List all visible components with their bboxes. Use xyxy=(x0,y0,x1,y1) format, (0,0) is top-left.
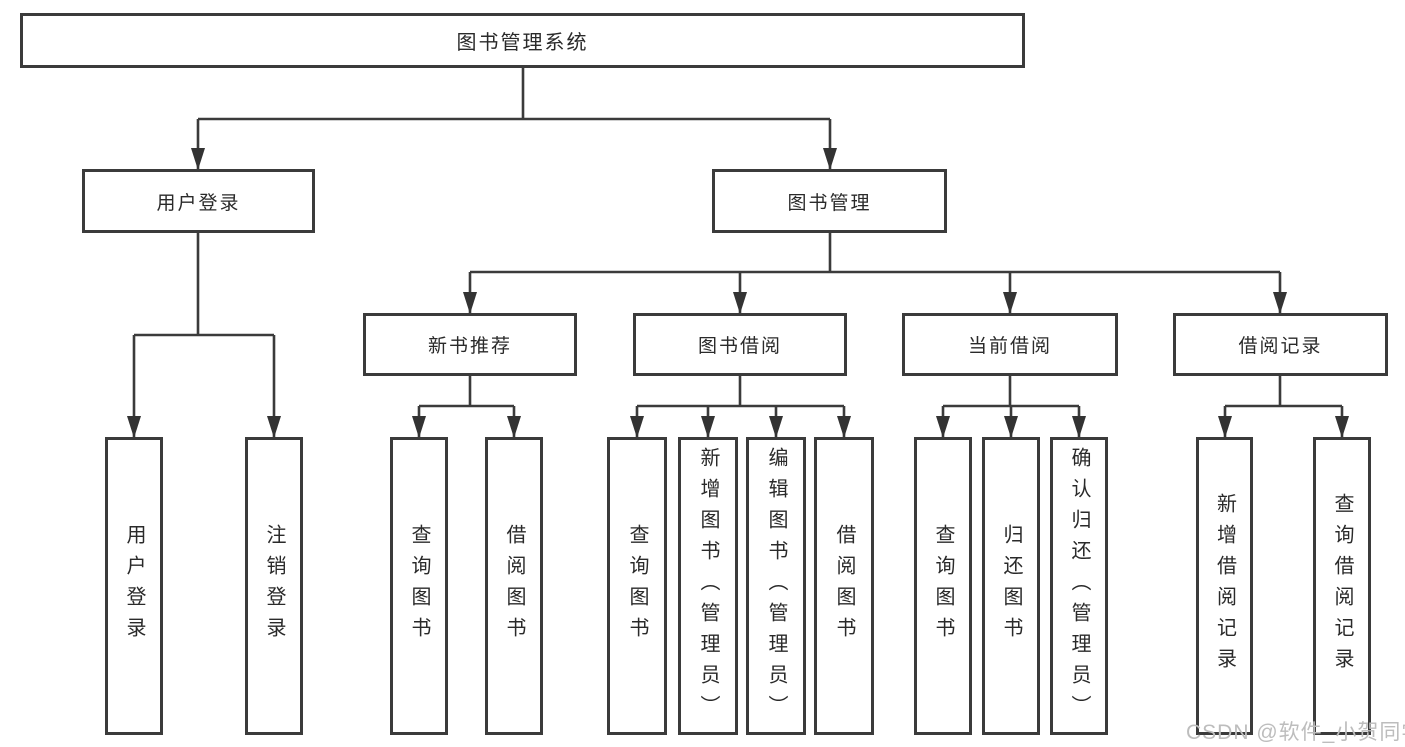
node-new-book-recommend: 新书推荐 xyxy=(363,313,577,376)
leaf-confirm-return-admin: 确认归还（管理员） xyxy=(1050,437,1108,735)
node-label: 查询图书 xyxy=(932,524,954,648)
node-label: 图书借阅 xyxy=(697,336,782,357)
leaf-query-books-1: 查询图书 xyxy=(390,437,448,735)
leaf-borrow-books-2: 借阅图书 xyxy=(814,437,874,735)
leaf-user-login: 用户登录 xyxy=(105,437,163,735)
node-label: 新增图书（管理员） xyxy=(697,446,719,726)
leaf-add-book-admin: 新增图书（管理员） xyxy=(678,437,738,735)
node-label: 用户登录 xyxy=(123,524,145,648)
leaf-logout: 注销登录 xyxy=(245,437,303,735)
node-library-management-system: 图书管理系统 xyxy=(20,13,1025,68)
node-label: 查询借阅记录 xyxy=(1331,493,1353,679)
node-label: 用户登录 xyxy=(156,192,241,214)
leaf-query-books-2: 查询图书 xyxy=(607,437,667,735)
leaf-return-book: 归还图书 xyxy=(982,437,1040,735)
node-label: 编辑图书（管理员） xyxy=(765,446,787,726)
node-label: 归还图书 xyxy=(1000,524,1022,648)
node-label: 查询图书 xyxy=(626,524,648,648)
node-book-management: 图书管理 xyxy=(712,169,947,233)
leaf-query-borrow-record: 查询借阅记录 xyxy=(1313,437,1371,735)
leaf-add-borrow-record: 新增借阅记录 xyxy=(1196,437,1253,735)
node-label: 注销登录 xyxy=(263,524,285,648)
leaf-borrow-books-1: 借阅图书 xyxy=(485,437,543,735)
node-label: 图书管理 xyxy=(787,192,872,214)
node-label: 借阅图书 xyxy=(833,524,855,648)
node-label: 借阅记录 xyxy=(1238,336,1323,357)
node-label: 查询图书 xyxy=(408,524,430,648)
node-label: 图书管理系统 xyxy=(456,32,589,54)
leaf-query-books-3: 查询图书 xyxy=(914,437,972,735)
leaf-edit-book-admin: 编辑图书（管理员） xyxy=(746,437,806,735)
node-label: 借阅图书 xyxy=(503,524,525,648)
node-label: 新增借阅记录 xyxy=(1213,493,1236,679)
csdn-watermark: CSDN @软件_小贺同学 xyxy=(1186,721,1405,744)
node-borrow-records: 借阅记录 xyxy=(1173,313,1388,376)
node-label: 新书推荐 xyxy=(427,336,512,357)
node-label: 确认归还（管理员） xyxy=(1068,446,1090,726)
node-current-borrow: 当前借阅 xyxy=(902,313,1118,376)
node-user-login: 用户登录 xyxy=(82,169,315,233)
node-label: 当前借阅 xyxy=(967,336,1052,357)
node-book-borrow: 图书借阅 xyxy=(633,313,847,376)
